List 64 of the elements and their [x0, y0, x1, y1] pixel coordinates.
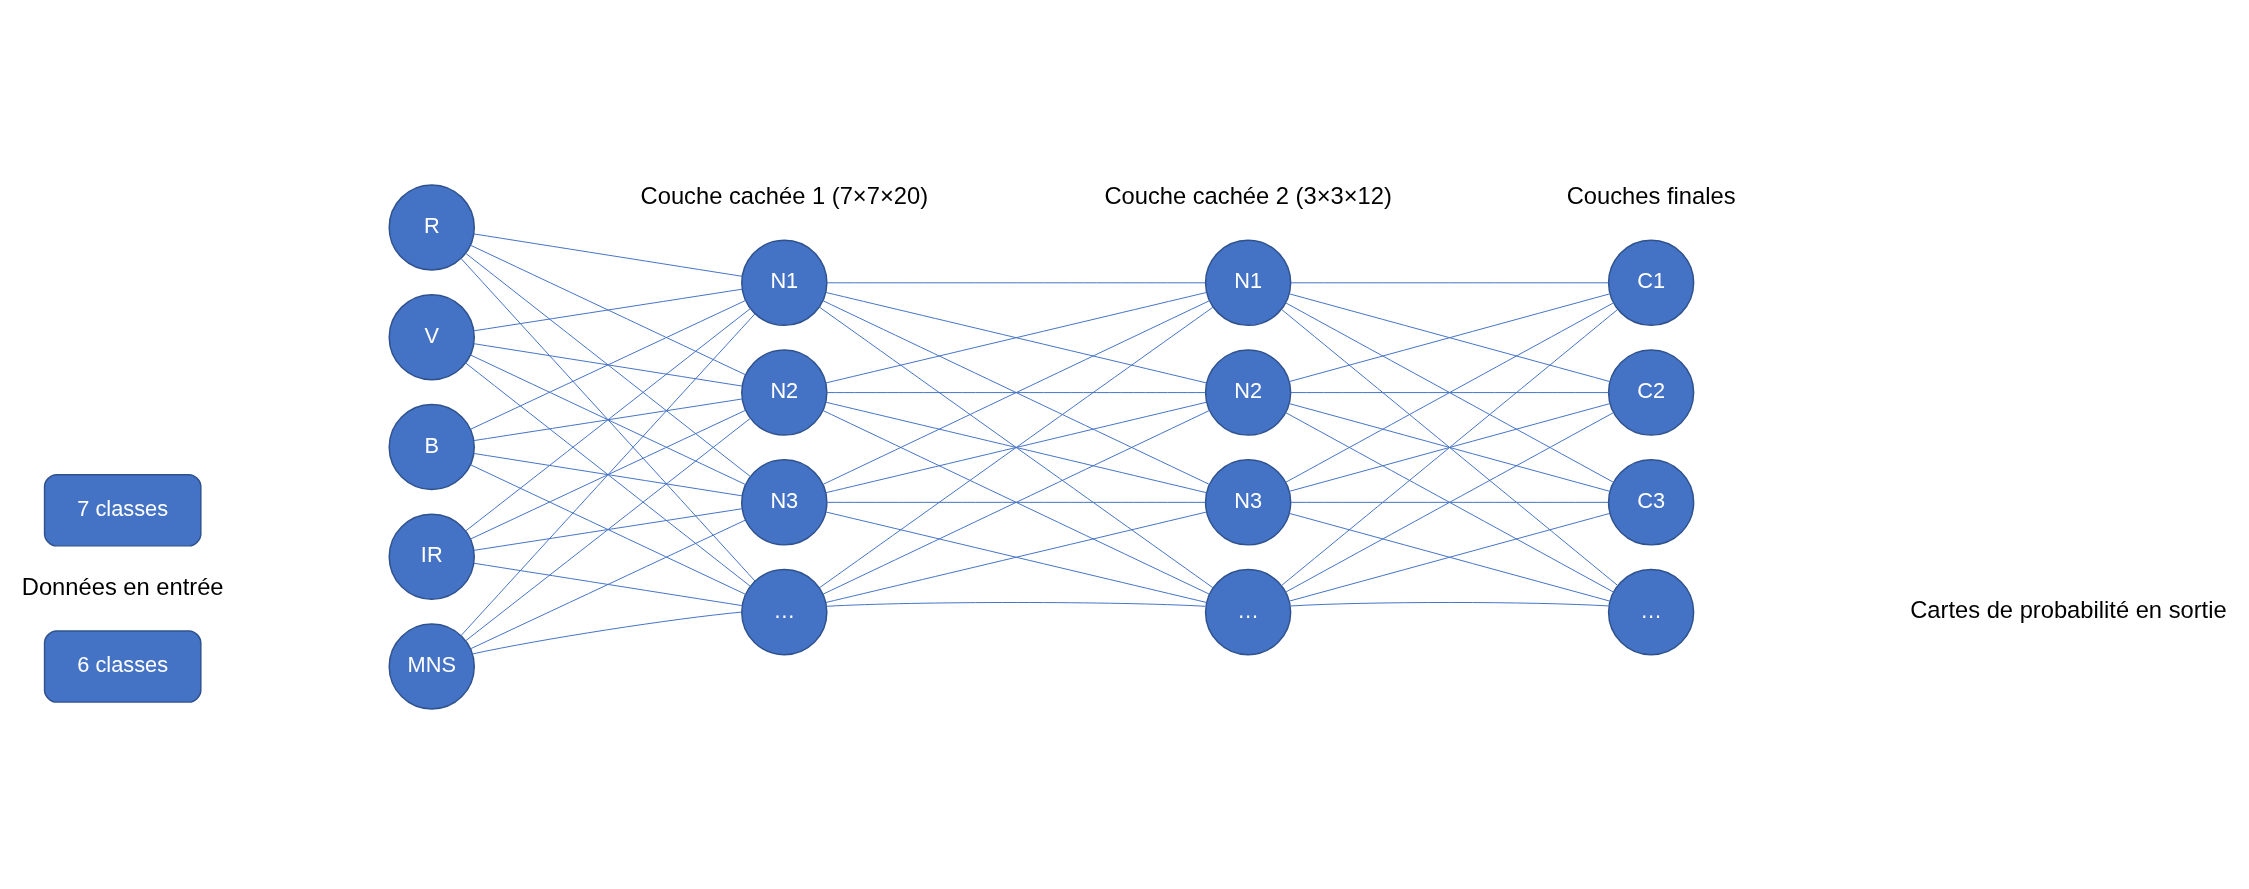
connector [826, 282, 1206, 284]
connector [825, 401, 1207, 494]
label: Couches finales [1566, 182, 1736, 209]
connector [826, 392, 1206, 394]
connector [1290, 602, 1610, 607]
node-circle: … [1204, 568, 1292, 656]
node-circle: … [741, 568, 828, 656]
connector [473, 453, 743, 497]
connector [470, 519, 746, 650]
label: Données en entrée [21, 573, 224, 600]
connector [1290, 282, 1609, 284]
connector [470, 354, 747, 486]
connector [819, 306, 1214, 589]
node-circle: MNS [388, 623, 475, 710]
connector [465, 252, 751, 478]
node-circle: C3 [1607, 459, 1695, 546]
connector [1281, 309, 1619, 586]
connector [825, 291, 1207, 384]
node-box: 7 classes [43, 473, 202, 547]
connector [1285, 302, 1614, 483]
connector [470, 464, 747, 595]
connector [460, 313, 756, 636]
connector [1288, 512, 1611, 602]
connector [822, 300, 1210, 485]
connector [1290, 392, 1609, 394]
node-circle: N2 [1204, 349, 1292, 436]
connector [472, 611, 743, 655]
connector [473, 233, 743, 277]
node-circle: C2 [1607, 349, 1695, 436]
node-box: 6 classes [43, 630, 202, 703]
node-circle: R [388, 184, 475, 271]
connector [470, 244, 747, 376]
connector [473, 288, 743, 332]
connector [1288, 403, 1611, 492]
node-circle: N2 [741, 349, 828, 436]
node-circle: N1 [1204, 239, 1292, 327]
connector [822, 410, 1210, 595]
connector [1285, 412, 1614, 593]
connector [460, 258, 756, 582]
connector [470, 300, 746, 430]
label: Cartes de probabilité en sortie [1910, 597, 2227, 624]
node-circle: V [388, 293, 475, 381]
label: Couche cachée 2 (3×3×12) [1104, 182, 1392, 209]
connector [473, 562, 743, 607]
node-circle: N1 [741, 239, 828, 327]
connector [465, 362, 751, 587]
connector [470, 409, 746, 540]
connector [465, 308, 751, 532]
connector [1290, 501, 1609, 503]
label: Couche cachée 1 (7×7×20) [640, 182, 929, 209]
connector [826, 602, 1207, 607]
connector [473, 398, 743, 442]
connector [1288, 293, 1611, 383]
connector [473, 343, 743, 387]
node-circle: IR [388, 513, 475, 600]
node-circle: B [388, 403, 475, 491]
connector [465, 417, 751, 642]
node-circle: N3 [741, 459, 828, 546]
connector [826, 501, 1206, 503]
node-circle: N3 [1204, 459, 1292, 546]
connector [473, 508, 743, 551]
connector [825, 511, 1207, 603]
node-circle: C1 [1607, 239, 1695, 327]
node-circle: … [1607, 568, 1695, 656]
